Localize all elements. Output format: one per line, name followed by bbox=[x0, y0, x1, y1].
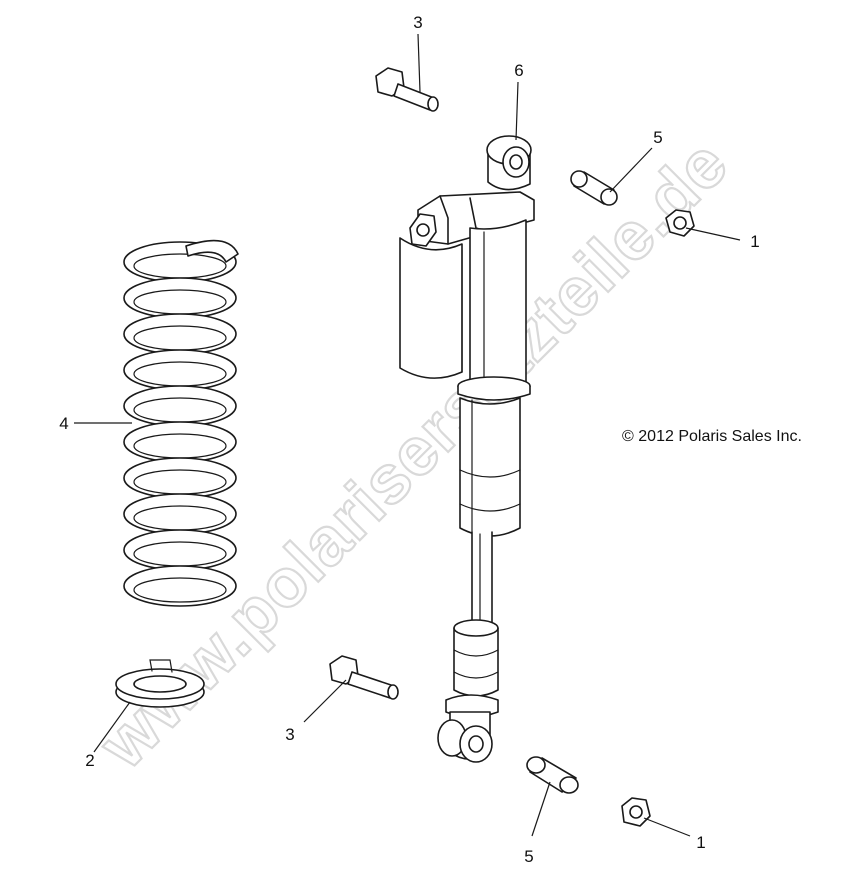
spring-coil bbox=[123, 277, 237, 319]
spring-seat bbox=[115, 659, 205, 708]
copyright-text: © 2012 Polaris Sales Inc. bbox=[622, 428, 802, 445]
coil-spring bbox=[123, 239, 239, 607]
spacer-lower bbox=[526, 756, 579, 794]
leader-1-lower bbox=[643, 817, 691, 837]
spring-coil bbox=[123, 529, 237, 571]
nut-lower bbox=[621, 797, 651, 827]
spring-coil bbox=[123, 349, 237, 391]
leader-3-upper bbox=[417, 33, 421, 93]
spring-end bbox=[185, 239, 239, 263]
spring-coil bbox=[123, 313, 237, 355]
callout-1-lower: 1 bbox=[696, 833, 705, 852]
callout-5-upper: 5 bbox=[653, 128, 662, 147]
callout-6: 6 bbox=[514, 61, 523, 80]
callout-4: 4 bbox=[59, 414, 68, 433]
nut-upper bbox=[665, 209, 695, 237]
callout-3-lower: 3 bbox=[285, 725, 294, 744]
spring-coil bbox=[123, 421, 237, 463]
bolt-upper bbox=[375, 67, 439, 112]
leader-5-lower bbox=[531, 781, 551, 837]
spring-coil bbox=[123, 565, 237, 607]
callout-5-lower: 5 bbox=[524, 847, 533, 866]
spring-coil bbox=[123, 457, 237, 499]
leader-6 bbox=[515, 81, 519, 141]
spacer-upper bbox=[570, 170, 618, 206]
leader-1-upper bbox=[685, 227, 741, 241]
spring-coil-inner bbox=[133, 577, 227, 603]
shock-absorber bbox=[399, 135, 535, 763]
leader-2 bbox=[93, 701, 131, 753]
callout-2: 2 bbox=[85, 751, 94, 770]
spring-coil bbox=[123, 493, 237, 535]
spring-coil bbox=[123, 385, 237, 427]
callout-1-upper: 1 bbox=[750, 232, 759, 251]
callout-3-upper: 3 bbox=[413, 13, 422, 32]
leader-3-lower bbox=[303, 679, 347, 723]
leader-5-upper bbox=[609, 147, 653, 193]
bolt-lower bbox=[329, 655, 399, 700]
